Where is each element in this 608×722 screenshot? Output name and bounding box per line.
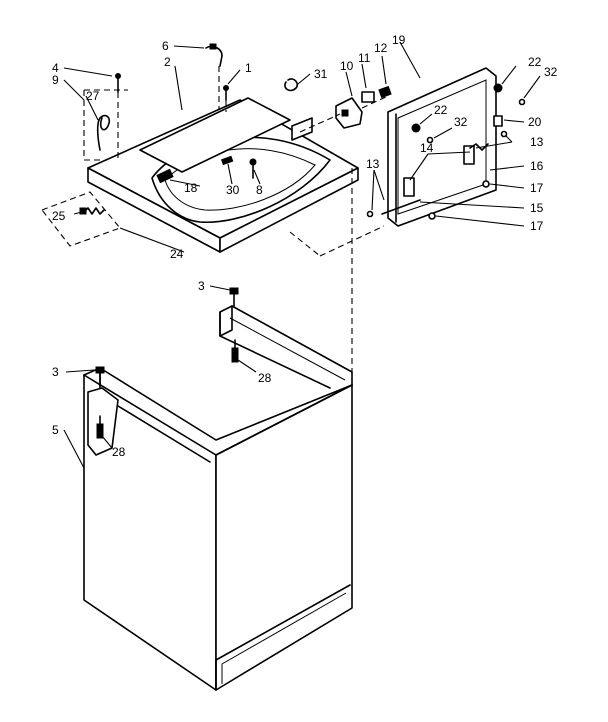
cabinet-top-rim-front (83, 367, 353, 441)
cabinet-right-face (215, 384, 353, 691)
callout-1: 1 (245, 61, 252, 75)
callout-22-lid: 22 (434, 103, 448, 117)
callout-4: 4 (52, 61, 59, 75)
clip-3-rear (229, 287, 239, 307)
screw-32-lid (426, 136, 434, 144)
callout-14: 14 (420, 141, 434, 155)
group-box-24 (41, 191, 121, 247)
bumper-22-lid (411, 123, 421, 133)
wire-harness-27 (96, 114, 111, 151)
screw-28-rear (231, 339, 239, 363)
assembly-guide-diag-b (319, 225, 385, 257)
callout-24: 24 (170, 247, 184, 261)
group-box-9 (83, 90, 100, 161)
callout-25: 25 (52, 209, 66, 223)
cabinet-toe-kick-inner (221, 592, 347, 684)
bumper-22-upper (493, 83, 503, 93)
hinge-axis-right (361, 95, 389, 109)
screw-1 (223, 85, 229, 101)
callout-6: 6 (162, 39, 169, 53)
callout-12: 12 (374, 41, 388, 55)
callout-16: 16 (530, 159, 544, 173)
top-hinge-bracket (291, 117, 313, 141)
callout-20: 20 (528, 115, 542, 129)
cabinet-rear-edge (219, 311, 331, 389)
callout-11: 11 (358, 51, 371, 65)
spring-25 (83, 207, 105, 215)
cabinet-flange-line (229, 317, 346, 381)
clip-12 (378, 85, 392, 99)
callout-31: 31 (314, 67, 328, 81)
callout-18: 18 (184, 181, 198, 195)
left-hardware (41, 73, 128, 247)
assembly-guide-diag-a (289, 231, 321, 257)
screw-13-right (500, 130, 508, 138)
lid-panel (387, 67, 497, 227)
callout-28-front: 28 (112, 445, 126, 459)
callout-15: 15 (530, 201, 544, 215)
callout-8: 8 (256, 183, 263, 197)
callout-9: 9 (52, 73, 59, 87)
top-panel (87, 43, 359, 253)
lid-hinge-14 (403, 145, 475, 197)
hinge-10 (335, 97, 363, 129)
callout-5: 5 (52, 423, 59, 437)
screw-30 (220, 155, 234, 166)
clip-3-front (95, 366, 105, 387)
screw-32-upper (518, 98, 526, 106)
leader-lines (63, 41, 541, 469)
rod-15 (381, 199, 421, 215)
bushing-17-upper (482, 180, 490, 188)
callout-10: 10 (340, 59, 354, 73)
callout-labels: 1 2 3 3 4 5 6 8 9 10 11 12 13 13 14 15 1… (52, 33, 558, 459)
callout-22-upper: 22 (528, 55, 542, 69)
callout-30: 30 (226, 183, 240, 197)
callout-13-right: 13 (530, 135, 544, 149)
cabinet-top-right-edge (215, 384, 353, 456)
callout-32-lid: 32 (454, 115, 468, 129)
screw-13-left (366, 210, 374, 218)
callout-3-front: 3 (52, 365, 59, 379)
top-right-apron (219, 167, 359, 253)
callout-19: 19 (392, 33, 406, 47)
screw-28-front (96, 415, 104, 439)
callout-17-lower: 17 (530, 219, 544, 233)
clip-31 (284, 78, 299, 92)
callout-3-rear: 3 (198, 279, 205, 293)
top-rear-strip (139, 97, 291, 173)
cabinet-toe-kick (215, 584, 351, 691)
hinge-hardware (284, 78, 392, 133)
callout-13-left: 13 (366, 157, 380, 171)
cabinet-rear-post-top (219, 305, 233, 337)
callout-2: 2 (164, 55, 171, 69)
callout-17-upper: 17 (530, 181, 544, 195)
strike-20 (493, 115, 503, 127)
lid-switch-18 (156, 168, 174, 184)
bushing-17-lower (428, 212, 436, 220)
callout-32-upper: 32 (544, 65, 558, 79)
hinge-axis-left (299, 113, 341, 133)
bushing-11 (361, 91, 375, 103)
callout-28-rear: 28 (258, 371, 272, 385)
callout-27: 27 (86, 89, 100, 103)
cabinet-rear-right-edge (231, 305, 353, 386)
clip-6 (205, 43, 223, 67)
spring-25-end (79, 207, 87, 215)
cabinet (83, 287, 353, 691)
screw-8 (249, 158, 257, 179)
hinge-10-hole (341, 109, 349, 117)
screw-4 (115, 73, 121, 93)
lid (366, 67, 526, 227)
